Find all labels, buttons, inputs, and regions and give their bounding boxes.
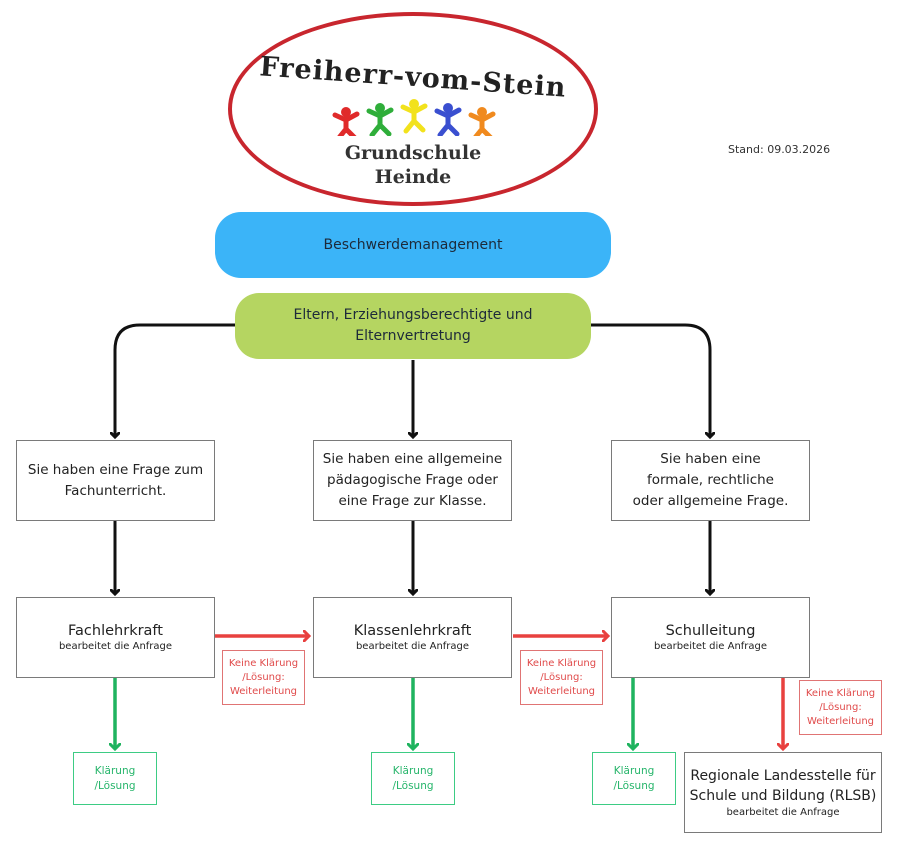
escalation-label-1: Keine Klärung /Lösung: Weiterleitung	[222, 650, 305, 705]
child-figure	[434, 103, 462, 136]
rlsb-subtitle: bearbeitet die Anfrage	[726, 806, 840, 818]
handler-box-klassenlehrkraft: Klassenlehrkraft bearbeitet die Anfrage	[313, 597, 512, 678]
logo-line-heinde: Heinde	[374, 166, 452, 188]
handler-box-fachlehrkraft: Fachlehrkraft bearbeitet die Anfrage	[16, 597, 215, 678]
resolution-box-1: Klärung /Lösung	[73, 752, 157, 805]
stand-date: Stand: 09.03.2026	[728, 143, 831, 156]
handler-box-schulleitung: Schulleitung bearbeitet die Anfrage	[611, 597, 810, 678]
resolution-box-3: Klärung /Lösung	[592, 752, 676, 805]
handler-subtitle: bearbeitet die Anfrage	[355, 640, 470, 652]
logo-line-grundschule: Grundschule	[344, 142, 482, 164]
children-icon	[332, 99, 496, 136]
rlsb-title: Regionale Landesstelle für Schule und Bi…	[689, 767, 877, 804]
handler-title: Klassenlehrkraft	[353, 622, 472, 639]
question-box-subject: Sie haben eine Frage zum Fachunterricht.	[16, 440, 215, 521]
school-logo: Freiherr-vom-Stein Grundschule Heinde	[228, 12, 598, 206]
logo-school-type: Grundschule Heinde	[232, 141, 594, 189]
question-box-formal: Sie haben eine formale, rechtliche oder …	[611, 440, 810, 521]
handler-subtitle: bearbeitet die Anfrage	[653, 640, 768, 652]
handler-title: Schulleitung	[665, 622, 756, 639]
handler-subtitle: bearbeitet die Anfrage	[58, 640, 173, 652]
escalation-label-3: Keine Klärung /Lösung: Weiterleitung	[799, 680, 882, 735]
child-figure	[366, 103, 394, 136]
arrow-audience-to-q1	[115, 323, 236, 437]
rlsb-box: Regionale Landesstelle für Schule und Bi…	[684, 752, 882, 833]
question-box-pedagogic: Sie haben eine allgemeine pädagogische F…	[313, 440, 512, 521]
child-figure	[400, 99, 428, 134]
child-figure	[332, 107, 360, 136]
handler-title: Fachlehrkraft	[68, 622, 163, 639]
child-figure	[468, 107, 496, 136]
escalation-label-2: Keine Klärung /Lösung: Weiterleitung	[520, 650, 603, 705]
resolution-box-2: Klärung /Lösung	[371, 752, 455, 805]
audience-box: Eltern, Erziehungsberechtigte und Eltern…	[235, 293, 591, 359]
arrow-audience-to-q3	[590, 323, 710, 437]
title-box: Beschwerdemanagement	[215, 212, 611, 278]
